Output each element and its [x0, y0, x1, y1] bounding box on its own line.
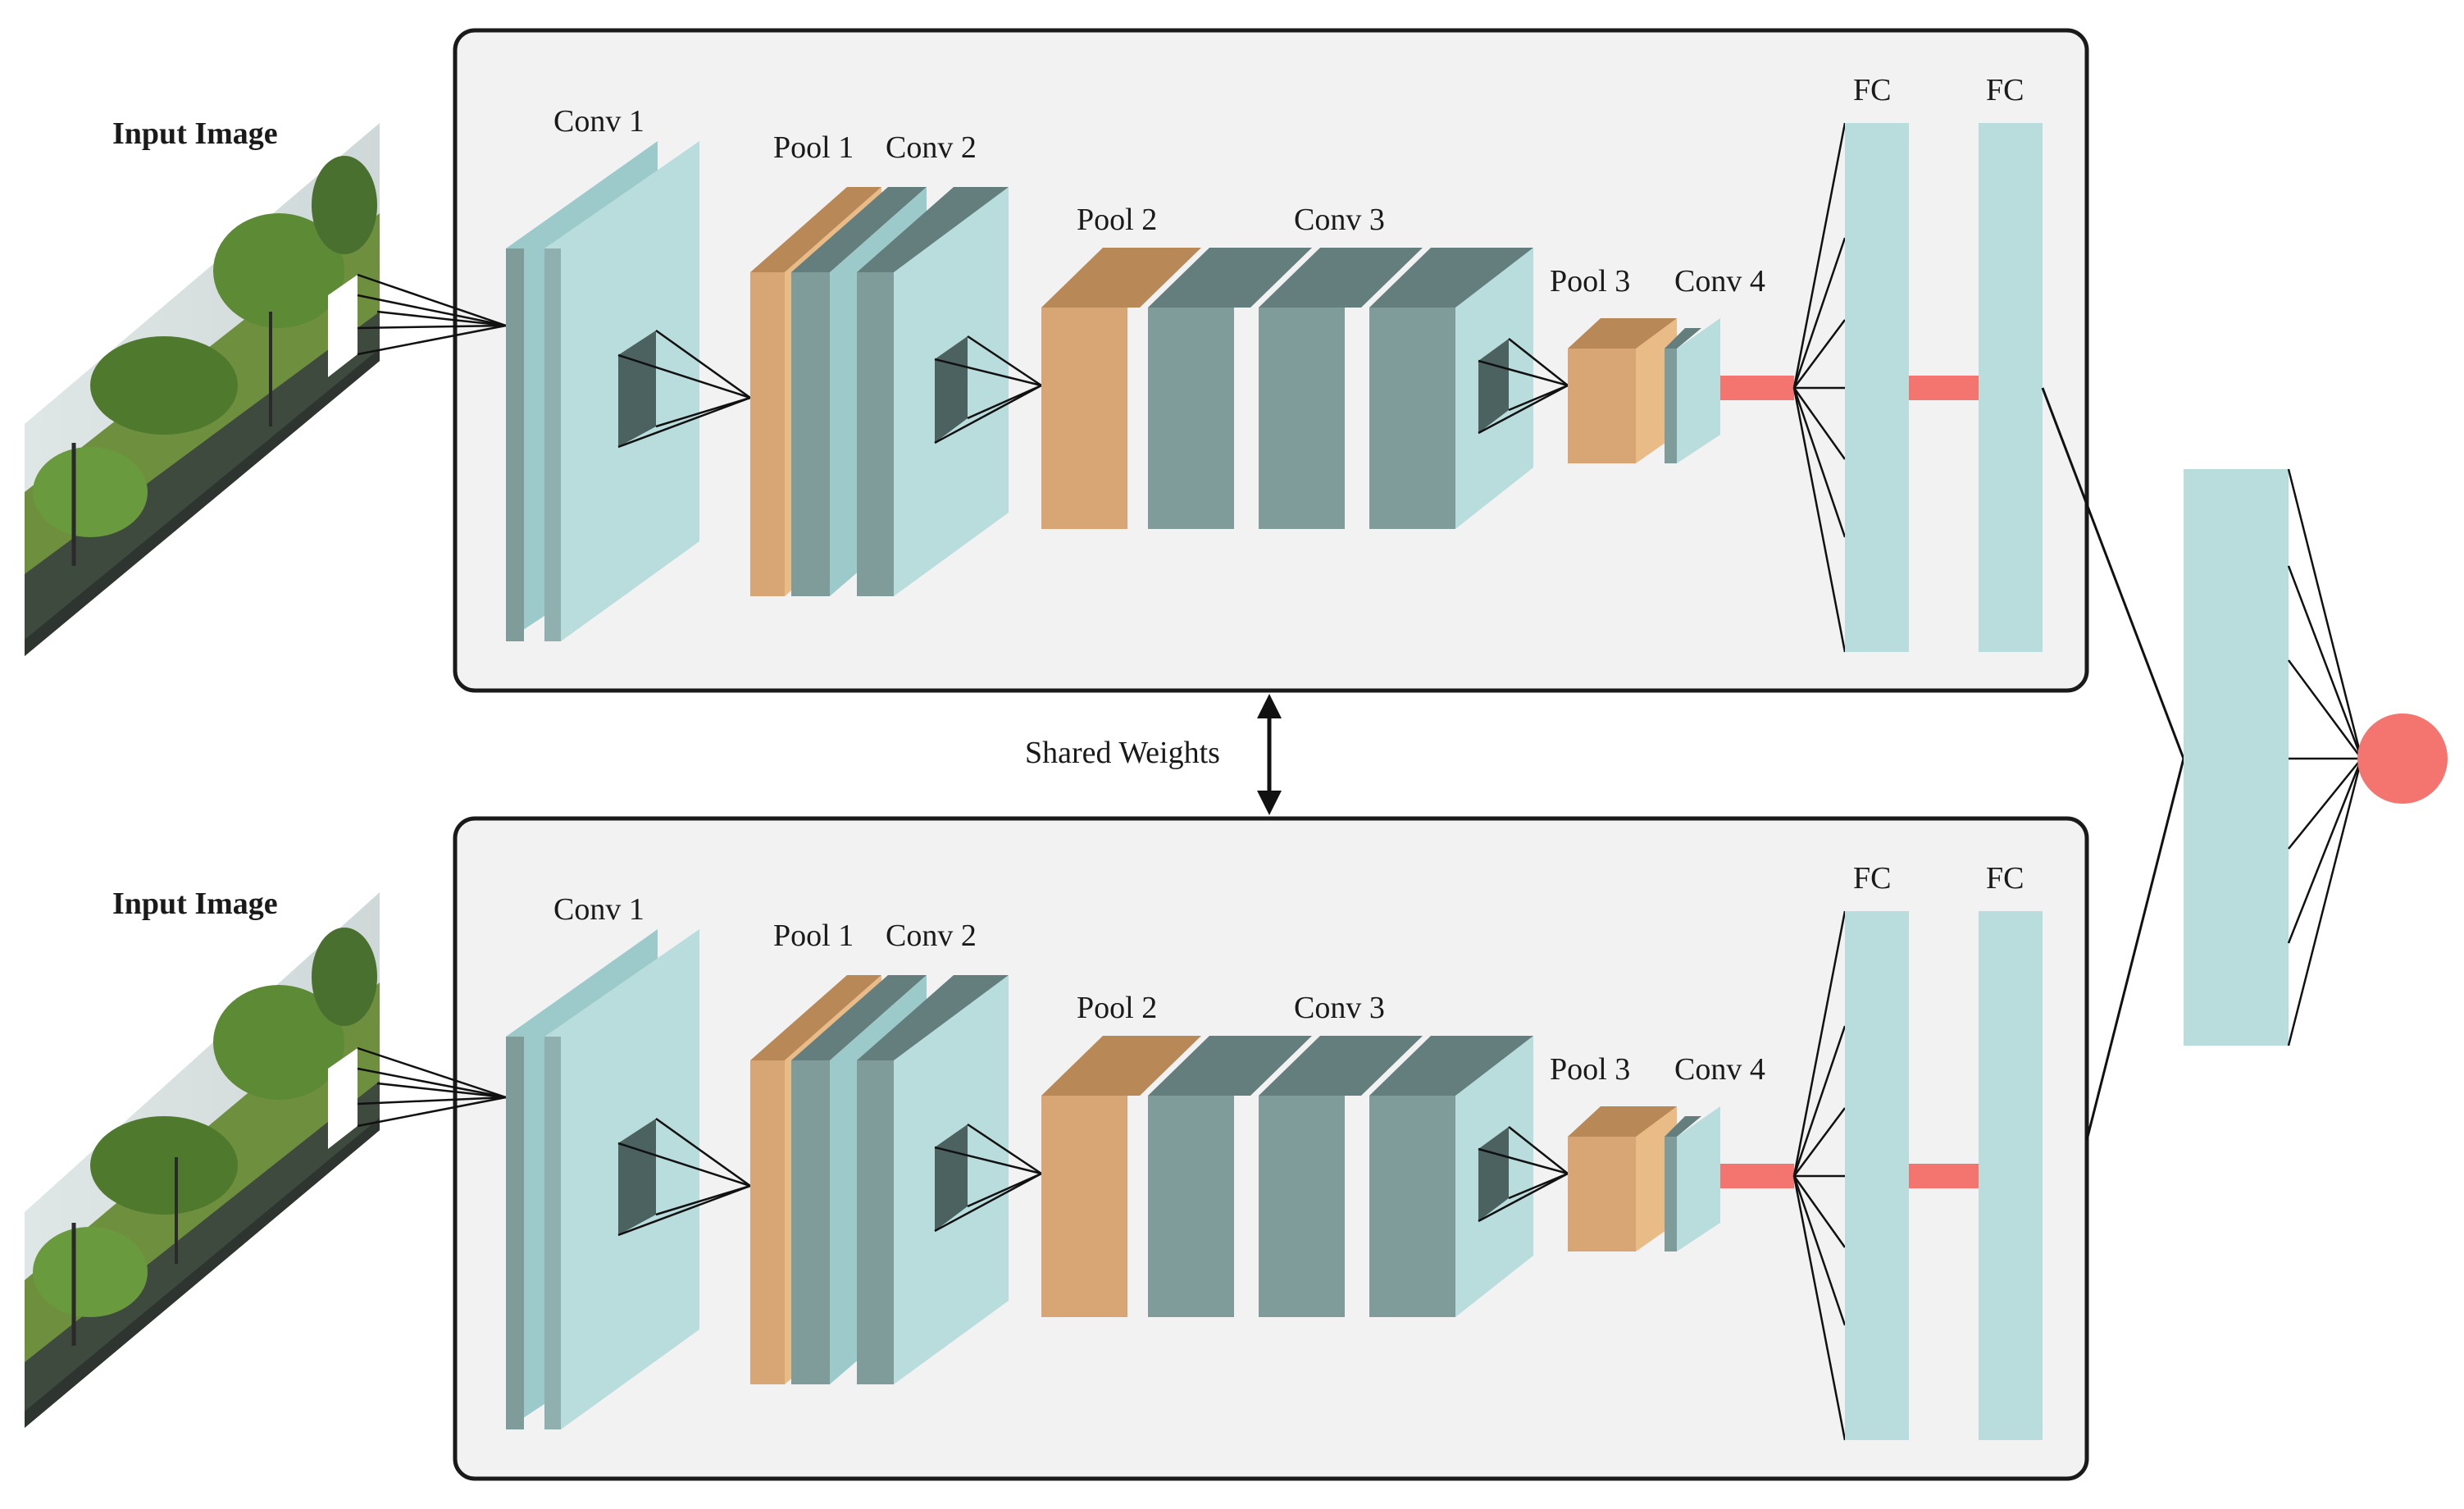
input-image-label: Input Image [112, 116, 278, 151]
pool2-label: Pool 2 [1077, 991, 1157, 1025]
connector-conv4-fc [1720, 376, 1794, 400]
input-image [25, 123, 380, 656]
projection-lines-conv1 [617, 1117, 751, 1237]
projection-lines-conv3 [1478, 338, 1569, 435]
conv2-block [857, 975, 1009, 1384]
projection-lines-conv3 [1478, 1126, 1569, 1223]
connector-conv4-fc [1720, 1164, 1794, 1188]
output-node [2357, 713, 2448, 804]
conv4-block [1665, 1106, 1720, 1251]
conv2-block [857, 187, 1009, 596]
fc2-layer [1979, 911, 2043, 1440]
pool2-label: Pool 2 [1077, 203, 1157, 237]
pool1-label: Pool 1 [773, 130, 854, 165]
connector-fc1-fc2 [1909, 1164, 1979, 1188]
conv4-block [1665, 318, 1720, 463]
shared-weights-label: Shared Weights [1025, 736, 1220, 770]
merge-section [2041, 387, 2448, 1141]
pool3-label: Pool 3 [1550, 1052, 1630, 1087]
pool2-block [1041, 248, 1201, 529]
fc1-layer [1845, 911, 1909, 1440]
conv1-block [506, 141, 699, 641]
conv3-block [1148, 248, 1533, 529]
conv3-label: Conv 3 [1294, 203, 1385, 237]
fc1-layer [1845, 123, 1909, 652]
projection-lines-conv2 [934, 335, 1042, 444]
connector-fc1-fc2 [1909, 376, 1979, 400]
projection-lines-input [357, 273, 507, 356]
fan-lines-fc1 [1792, 910, 1847, 1441]
input-image [25, 892, 380, 1428]
fan-lines-fc1 [1792, 122, 1847, 653]
branch-top: Input Image Conv 1 Pool 1 Conv 2 Pool 2 … [25, 28, 2089, 693]
branch-bottom: Input Image Conv 1 Pool 1 Conv 2 Pool 2 … [25, 816, 2089, 1481]
conv3-block [1148, 1036, 1533, 1317]
conv3-label: Conv 3 [1294, 991, 1385, 1025]
merged-fc-layer [2184, 469, 2289, 1046]
conv4-label: Conv 4 [1674, 1052, 1765, 1087]
conv2-label: Conv 2 [886, 130, 977, 165]
conv1-block [506, 929, 699, 1429]
shared-weights: Shared Weights [1025, 694, 1282, 815]
fan-lines-output [2287, 468, 2363, 1046]
conv4-label: Conv 4 [1674, 264, 1765, 299]
fc2-label: FC [1986, 861, 2024, 896]
conv2-label: Conv 2 [886, 919, 977, 953]
pool2-block [1041, 1036, 1201, 1317]
pool3-block [1568, 318, 1677, 463]
conv1-label: Conv 1 [553, 892, 644, 927]
conv1-label: Conv 1 [553, 104, 644, 139]
input-image-label: Input Image [112, 887, 278, 921]
projection-lines-conv2 [934, 1123, 1042, 1233]
fc2-layer [1979, 123, 2043, 652]
projection-lines-conv1 [617, 329, 751, 449]
pool1-label: Pool 1 [773, 919, 854, 953]
fc1-label: FC [1853, 73, 1891, 107]
pool3-block [1568, 1106, 1677, 1251]
projection-lines-input [357, 1046, 507, 1128]
fc2-label: FC [1986, 73, 2024, 107]
pool3-label: Pool 3 [1550, 264, 1630, 299]
fc1-label: FC [1853, 861, 1891, 896]
